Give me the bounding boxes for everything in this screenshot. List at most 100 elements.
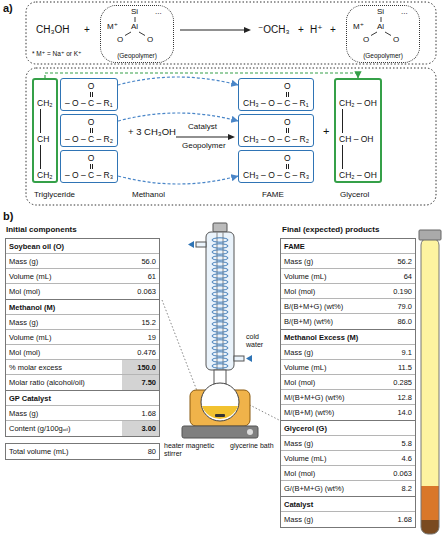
table-header-row: Catalyst: [281, 497, 415, 512]
table-cell: Mass (g): [6, 406, 122, 420]
single-bond: [342, 109, 343, 133]
table-cell: M/(B+M+G) (wt%): [281, 390, 378, 404]
table-value: 1.68: [122, 406, 159, 420]
bond-line: [371, 32, 377, 36]
reaction-arrow: [176, 136, 228, 137]
stir-bar: [215, 414, 225, 417]
table-value: 0.476: [122, 345, 159, 359]
double-bond: [90, 92, 93, 97]
plus-sign: +: [323, 125, 329, 138]
double-bond: [286, 92, 289, 97]
table-header: FAME: [284, 239, 305, 253]
table-cell: Volume (mL): [281, 269, 378, 283]
condenser-coil: [212, 238, 228, 368]
formula-text: – R₁: [293, 98, 309, 108]
table-row: Mass (g)56.2: [281, 254, 415, 269]
formula: H⁺: [310, 24, 323, 36]
stopper: [213, 223, 227, 232]
formula-text: CH₂: [37, 98, 53, 108]
bond-line: [135, 17, 136, 22]
formula-text: CH₃ – O –: [243, 98, 282, 108]
table-value: 61: [122, 269, 159, 283]
species-name: Methanol: [132, 190, 165, 200]
carbonyl-column: OC: [88, 117, 95, 144]
table-row: Volume (mL)61: [6, 269, 159, 284]
atom-symbol: ...: [155, 7, 162, 16]
table-row: Mol (mol)0.190: [281, 284, 415, 299]
table-value: 7.50: [122, 375, 159, 390]
table-title: Initial components: [6, 225, 77, 235]
data-table-section: GP CatalystMass (g)1.68Content (g/100gₒᵢ…: [5, 390, 160, 437]
coil-winding: [212, 322, 228, 326]
atom-symbol: O: [393, 35, 399, 44]
table-row: Volume (mL)4.6: [281, 451, 415, 466]
table-header: Methanol (M): [9, 300, 55, 314]
table-header-row: Glycerol (G): [281, 421, 415, 436]
data-table-section: Glycerol (G)Mass (g)5.8Volume (mL)4.6Mol…: [280, 420, 416, 497]
table-value: 11.5: [378, 360, 415, 374]
table-cell: Content (g/100gₒᵢₗ): [6, 421, 122, 436]
coil-winding: [212, 238, 228, 242]
glycerol-backbone-box: CH₂ – OHCH – OHCH₂ – OH: [334, 78, 382, 183]
table-cell: Mol (mol): [6, 345, 122, 359]
atom-symbol: O: [363, 35, 369, 44]
bond-line: [139, 32, 145, 36]
table-header-row: FAME: [281, 239, 415, 254]
reaction-arrow: [180, 29, 244, 30]
atom-symbol: O: [284, 117, 291, 127]
coil-winding: [212, 334, 228, 338]
glycerol-backbone-box: CH₂ CH CH₂: [32, 78, 58, 183]
arrow-label: Geopolymer: [182, 141, 226, 151]
data-table-section: Soybean oil (O)Mass (g)56.0Volume (mL)61…: [5, 238, 160, 300]
bond-line: [125, 32, 131, 36]
formula: ⁻OCH₃: [258, 24, 290, 36]
formula: CH₃OH: [36, 24, 70, 36]
species-name: FAME: [262, 190, 284, 200]
table-value: 86.0: [378, 314, 415, 329]
table-header-row: GP Catalyst: [6, 391, 159, 406]
formula-text: CH₂: [37, 170, 53, 180]
table-cell: G/(B+M+G) (wt%): [281, 481, 378, 496]
double-bond: [90, 164, 93, 169]
table-row: Total volume (mL)80: [6, 444, 159, 459]
table-cell: % molar excess: [6, 360, 122, 374]
table-title: Final (expected) products: [282, 225, 379, 235]
table-row: Mass (g)56.0: [6, 254, 159, 269]
atom-symbol: O: [284, 81, 291, 91]
coil-winding: [212, 244, 228, 248]
double-bond: [286, 164, 289, 169]
table-header: Soybean oil (O): [9, 239, 64, 253]
table-value: 80: [122, 444, 159, 459]
table-cell: Total volume (mL): [6, 444, 122, 459]
atom-symbol: C: [88, 98, 94, 108]
formula-text: CH₃ – O –: [243, 134, 282, 144]
table-row: Volume (mL)19: [6, 330, 159, 345]
table-cell: Mol (mol): [281, 466, 378, 480]
carbonyl-column: OC: [284, 117, 291, 144]
table-row: Molar ratio (alcohol/oil)7.50: [6, 375, 159, 390]
table-cell: Volume (mL): [6, 269, 122, 283]
table-cell: Mol (mol): [281, 284, 378, 298]
coil-winding: [212, 280, 228, 284]
coil-winding: [212, 328, 228, 332]
carbonyl-column: OC: [284, 81, 291, 108]
atom-symbol: C: [88, 134, 94, 144]
coil-winding: [212, 250, 228, 254]
formula-text: CH: [37, 134, 49, 144]
table-row: Mol (mol)0.063: [6, 284, 159, 299]
species-name: Glycerol: [340, 190, 369, 200]
table-cell: Molar ratio (alcohol/oil): [6, 375, 122, 390]
table-row: Mol (mol)0.476: [6, 345, 159, 360]
atom-symbol: Al: [377, 22, 384, 31]
table-cell: Mol (mol): [281, 375, 378, 389]
carbonyl-column: OC: [88, 81, 95, 108]
table-cell: Volume (mL): [281, 451, 378, 465]
table-row: Content (g/100gₒᵢₗ)3.00: [6, 421, 159, 436]
apparatus-label: cold water: [246, 333, 276, 350]
table-row: M/(B+M+G) (wt%)12.8: [281, 390, 415, 405]
plus-sign: +: [84, 24, 90, 36]
table-header: Catalyst: [284, 497, 313, 511]
single-bond: [40, 145, 41, 169]
heater-knob: [247, 429, 253, 435]
